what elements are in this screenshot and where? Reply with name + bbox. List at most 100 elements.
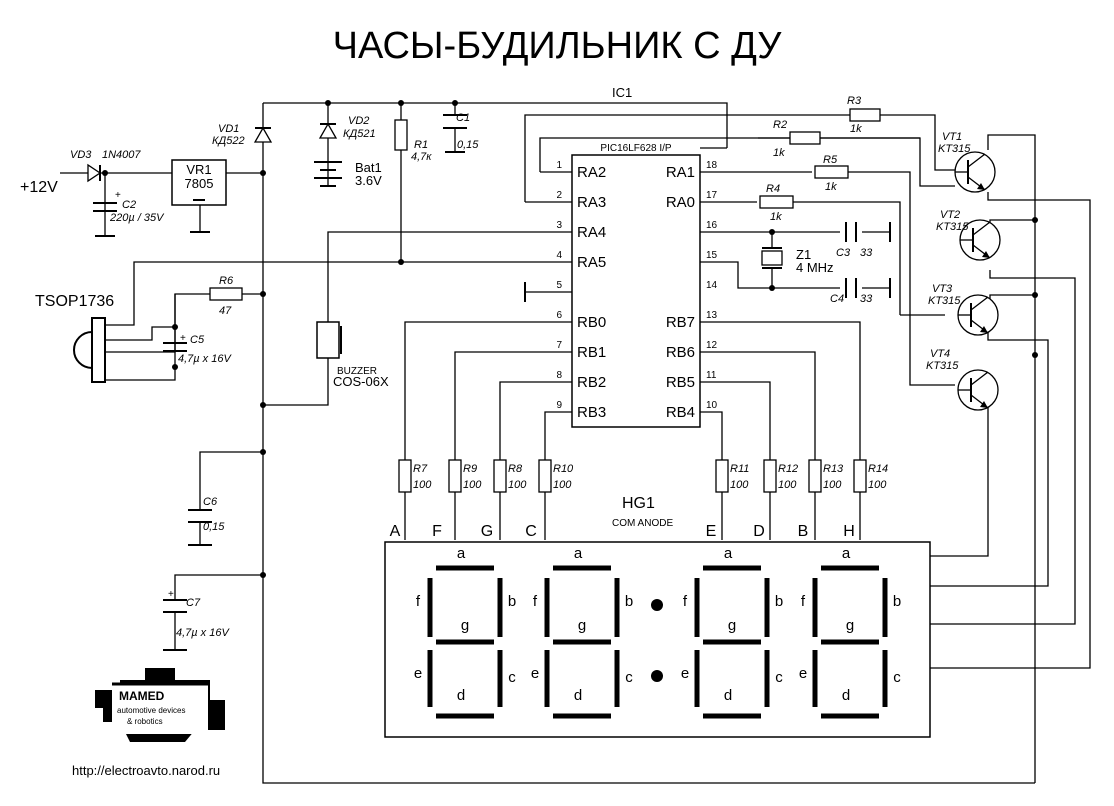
regulator-vr1: [171, 159, 227, 233]
segment-resistor-ref: R7: [413, 463, 428, 475]
c2-value: 220µ / 35V: [109, 212, 165, 224]
segment-resistor: [448, 459, 462, 493]
seg-label-b: b: [508, 593, 516, 610]
c6-ref: C6: [203, 496, 218, 508]
r2-ref: R2: [773, 119, 787, 131]
svg-text:+: +: [168, 589, 174, 600]
seg-label-b: b: [893, 593, 901, 610]
vd1-type: КД522: [212, 135, 245, 147]
segment-resistor-ref: R14: [868, 463, 888, 475]
segment-resistor-value: 100: [823, 479, 842, 491]
seg-label-a: a: [574, 545, 583, 562]
seg-label-b: b: [775, 593, 783, 610]
c5-value: 4,7µ x 16V: [178, 353, 232, 365]
vd3-ref: VD3: [70, 149, 92, 161]
seg-label-f: f: [683, 593, 688, 610]
r5-ref: R5: [823, 154, 838, 166]
ic-pin-number: 14: [706, 280, 718, 291]
ic-pin-name: RB7: [666, 314, 695, 331]
segment-letter: E: [706, 523, 717, 540]
seg-label-f: f: [533, 593, 538, 610]
transistor-ref: VT1: [942, 131, 962, 143]
ic-pin-number: 7: [556, 340, 562, 351]
transistor-ref: VT2: [940, 209, 960, 221]
vd2-ref: VD2: [348, 115, 369, 127]
ic-body: [571, 154, 701, 428]
transistor-type: KT315: [938, 143, 971, 155]
resistor-r2: [789, 131, 821, 145]
segment-resistor-ref: R10: [553, 463, 574, 475]
ic-pin-name: RB0: [577, 314, 606, 331]
input-voltage-label: +12V: [20, 179, 58, 196]
segment-resistor-value: 100: [463, 479, 482, 491]
segment-resistor: [398, 459, 412, 493]
segment-letter: H: [843, 523, 855, 540]
seg-label-g: g: [728, 617, 736, 634]
segment-resistor: [808, 459, 822, 493]
ic-pin-number: 2: [556, 190, 562, 201]
r1-value: 4,7к: [411, 151, 432, 163]
resistor-r3: [849, 108, 881, 122]
transistor-vt1: [954, 151, 996, 193]
ic-pin-number: 18: [706, 160, 718, 171]
seg-label-a: a: [457, 545, 466, 562]
buzzer-body: [316, 321, 340, 359]
ir-receiver-tsop: [73, 317, 106, 383]
c2-ref: C2: [122, 199, 136, 211]
segment-resistor: [715, 459, 729, 493]
c3-ref: C3: [836, 247, 851, 259]
segment-letter: D: [753, 523, 765, 540]
c5-ref: C5: [190, 334, 205, 346]
battery-bat1: [314, 161, 342, 187]
vd2-type: КД521: [343, 128, 376, 140]
segment-resistor-value: 100: [730, 479, 749, 491]
c1-value: 0,15: [457, 139, 479, 151]
ic-pin-name: RA0: [666, 194, 695, 211]
c7-value: 4,7µ x 16V: [176, 627, 230, 639]
ic-pin-number: 1: [556, 160, 562, 171]
segment-resistor: [853, 459, 867, 493]
buzzer-label: BUZZER: [337, 366, 377, 377]
r3-value: 1k: [850, 123, 862, 135]
ic-pin-number: 17: [706, 190, 718, 201]
capacitor-c2: +: [93, 190, 121, 237]
ic-pin-number: 13: [706, 310, 718, 321]
svg-text:+: +: [115, 190, 121, 201]
crystal-ref: Z1: [796, 247, 811, 262]
r1-ref: R1: [414, 139, 428, 151]
display-ref: HG1: [622, 495, 655, 512]
seg-label-a: a: [724, 545, 733, 562]
transistor-ref: VT3: [932, 283, 953, 295]
ic-type: PIC16LF628 I/P: [600, 143, 671, 154]
ic-pin-name: RB2: [577, 374, 606, 391]
segment-resistor-value: 100: [553, 479, 572, 491]
website-url: http://electroavto.narod.ru: [72, 763, 220, 778]
transistor-ref: VT4: [930, 348, 950, 360]
ic-pin-name: RB1: [577, 344, 606, 361]
ic-pin-name: RA5: [577, 254, 606, 271]
segment-resistor: [493, 459, 507, 493]
transistor-type: KT315: [926, 360, 959, 372]
bat-ref: Bat1: [355, 160, 382, 175]
seg-label-g: g: [846, 617, 854, 634]
segment-resistor-value: 100: [413, 479, 432, 491]
c4-value: 33: [860, 293, 873, 305]
vd1-ref: VD1: [218, 123, 239, 135]
seg-label-d: d: [457, 687, 465, 704]
segment-resistors: R7100R9100R8100R10100R11100R12100R13100R…: [398, 459, 888, 493]
transistor-vt3: [957, 294, 999, 336]
resistor-r5: [814, 165, 849, 179]
segment-resistor-value: 100: [508, 479, 527, 491]
r4-ref: R4: [766, 183, 780, 195]
page-title: ЧАСЫ-БУДИЛЬНИК С ДУ: [333, 25, 783, 67]
segment-letter: F: [432, 523, 442, 540]
r3-ref: R3: [847, 95, 862, 107]
wires: [60, 102, 1091, 784]
ic-pin-name: RB6: [666, 344, 695, 361]
